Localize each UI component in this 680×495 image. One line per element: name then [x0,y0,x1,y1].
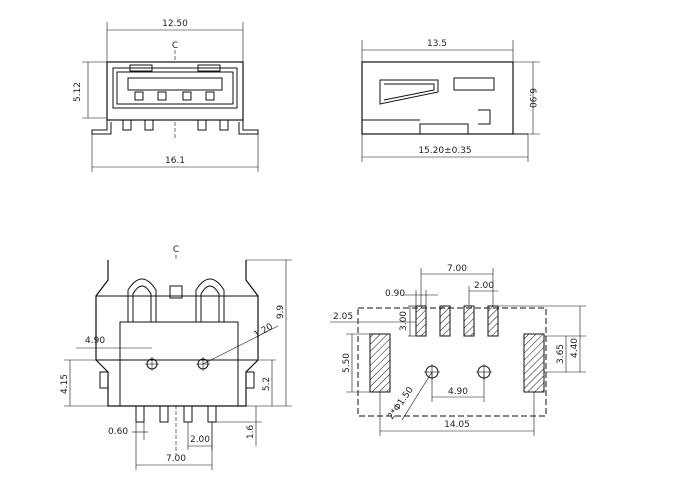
front-height: 5.12 [73,82,83,102]
top-lower-height: 5.2 [262,377,272,391]
fp-pad-pitch: 2.00 [474,281,494,291]
top-view: C 4.90 1.20 [60,245,292,470]
side-view: 13.5 6.90 15.20±0.35 [361,39,540,162]
fp-hole-spacing: 4.90 [448,387,468,397]
side-height: 6.90 [527,88,537,108]
top-side-height: 4.15 [60,374,70,394]
pcb-footprint: 7.00 2.00 0.90 3.00 2.05 5.50 3.65 4.40 … [330,264,586,436]
top-total-height: 9.9 [276,305,286,320]
top-pin-length: 1.6 [246,425,256,440]
front-center-mark: C [172,41,178,51]
fp-total-width: 14.05 [444,420,470,430]
top-pin-pitch: 2.00 [190,435,210,445]
top-pin-span: 7.00 [166,454,186,464]
front-view: 12.50 C 5.12 16.1 [73,19,259,172]
fp-tab-height: 5.50 [342,353,352,373]
fp-pad-span: 7.00 [447,264,467,274]
fp-pad-width: 0.90 [385,289,405,299]
side-width-bottom: 15.20±0.35 [418,146,471,156]
fp-right-a: 3.65 [556,344,566,364]
fp-hole-dia: 2*Φ1.50 [386,385,416,422]
front-width-top: 12.50 [162,19,188,29]
front-width-bottom: 16.1 [165,156,185,166]
top-center-mark: C [173,245,179,255]
side-width-top: 13.5 [427,39,447,49]
top-offset-left: 4.90 [85,336,105,346]
top-pin-width: 0.60 [108,427,128,437]
fp-right-b: 4.40 [570,338,580,358]
fp-pad-height: 3.00 [399,311,409,331]
fp-left-offset: 2.05 [333,312,353,322]
